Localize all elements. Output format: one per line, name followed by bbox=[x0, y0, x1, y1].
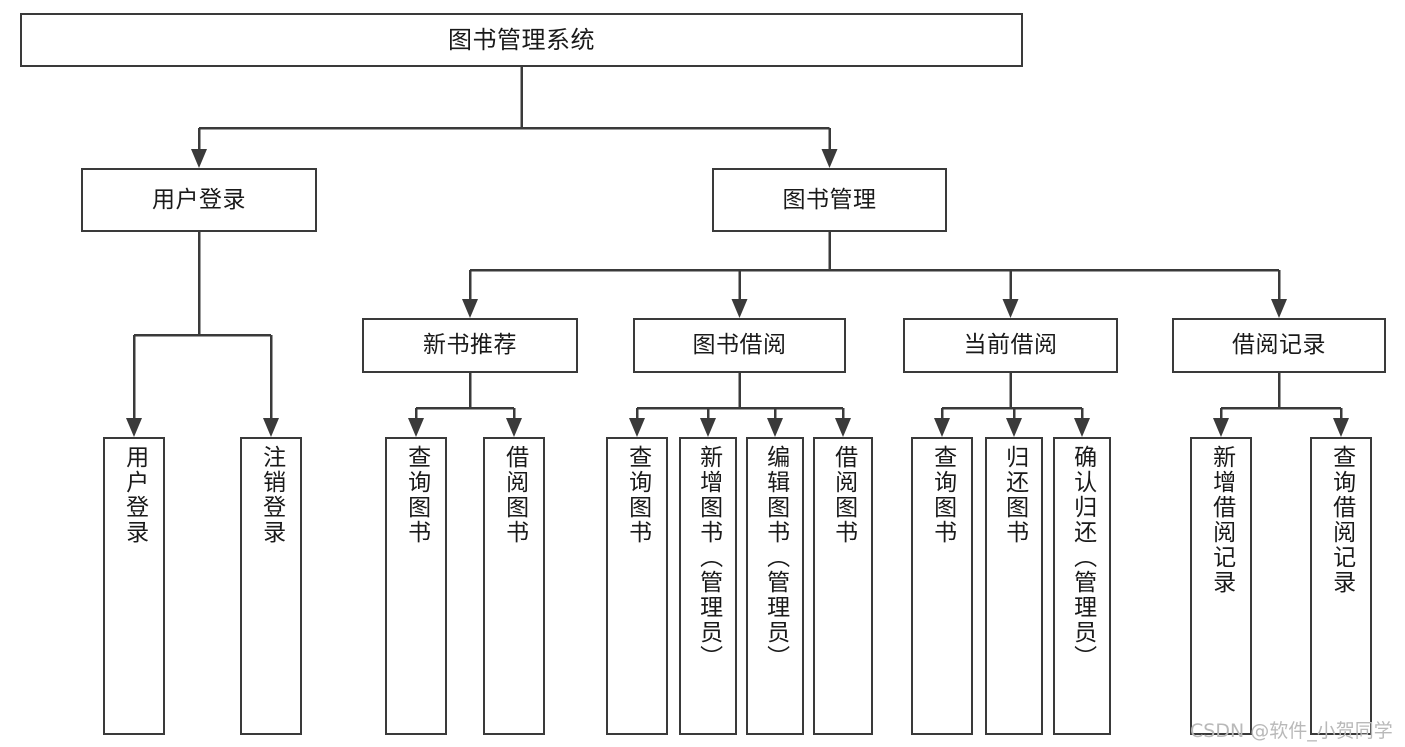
node-label: 归还图书 bbox=[1001, 445, 1028, 545]
c-book-borrow-to-leaf-add-book-arrowhead bbox=[700, 418, 716, 437]
node-label: 查询借阅记录 bbox=[1328, 445, 1355, 595]
node-label: 查询图书 bbox=[624, 445, 651, 545]
node-leaf-borrow-book-1[interactable]: 借阅图书 bbox=[483, 437, 545, 735]
node-new-book-rec[interactable]: 新书推荐 bbox=[362, 318, 578, 373]
c-borrow-record-to-leaf-add-record-arrowhead bbox=[1213, 418, 1229, 437]
node-root[interactable]: 图书管理系统 bbox=[20, 13, 1023, 67]
c-book-manage-to-book-borrow-arrowhead bbox=[731, 299, 748, 318]
node-label: 借阅图书 bbox=[830, 445, 857, 545]
c-current-borrow-to-leaf-confirm-ret-arrowhead bbox=[1074, 418, 1090, 437]
c-current-borrow-to-leaf-query-book-3-arrowhead bbox=[934, 418, 950, 437]
node-current-borrow[interactable]: 当前借阅 bbox=[903, 318, 1118, 373]
node-label: 图书管理 bbox=[782, 186, 877, 213]
c-book-manage-to-current-borrow-arrowhead bbox=[1002, 299, 1019, 318]
node-user-login[interactable]: 用户登录 bbox=[81, 168, 317, 232]
node-leaf-edit-book[interactable]: 编辑图书（管理员） bbox=[746, 437, 804, 735]
node-label: 注销登录 bbox=[258, 445, 285, 545]
node-leaf-query-book-2[interactable]: 查询图书 bbox=[606, 437, 668, 735]
node-leaf-logout[interactable]: 注销登录 bbox=[240, 437, 302, 735]
node-label: 图书借阅 bbox=[692, 332, 787, 359]
node-label: 查询图书 bbox=[403, 445, 430, 545]
node-leaf-add-book[interactable]: 新增图书（管理员） bbox=[679, 437, 737, 735]
node-label: 确认归还（管理员） bbox=[1069, 445, 1096, 670]
c-root-to-book-manage-arrowhead bbox=[821, 149, 838, 168]
node-label: 查询图书 bbox=[929, 445, 956, 545]
c-current-borrow-to-leaf-return-book-arrowhead bbox=[1006, 418, 1022, 437]
c-book-borrow-to-leaf-query-book-2-arrowhead bbox=[629, 418, 645, 437]
node-label: 新增图书（管理员） bbox=[695, 445, 722, 670]
node-label: 用户登录 bbox=[121, 445, 148, 545]
node-label: 当前借阅 bbox=[963, 332, 1058, 359]
c-book-manage-to-borrow-record-arrowhead bbox=[1271, 299, 1287, 318]
node-label: 用户登录 bbox=[152, 186, 246, 213]
node-leaf-user-login[interactable]: 用户登录 bbox=[103, 437, 165, 735]
node-leaf-confirm-ret[interactable]: 确认归还（管理员） bbox=[1053, 437, 1111, 735]
c-book-borrow-to-leaf-borrow-book-2-arrowhead bbox=[835, 418, 851, 437]
node-leaf-query-book-1[interactable]: 查询图书 bbox=[385, 437, 447, 735]
node-label: 借阅图书 bbox=[501, 445, 528, 545]
c-new-book-rec-to-leaf-query-book-1-arrowhead bbox=[408, 418, 424, 437]
c-root-to-user-login-arrowhead bbox=[191, 149, 207, 168]
node-book-borrow[interactable]: 图书借阅 bbox=[633, 318, 846, 373]
c-book-manage-to-new-book-rec-arrowhead bbox=[462, 299, 478, 318]
node-leaf-add-record[interactable]: 新增借阅记录 bbox=[1190, 437, 1252, 735]
c-book-borrow-to-leaf-edit-book-arrowhead bbox=[767, 418, 783, 437]
node-label: 图书管理系统 bbox=[448, 26, 595, 54]
c-user-login-to-leaf-user-login-arrowhead bbox=[126, 418, 142, 437]
watermark-label: CSDN @软件_小贺同学 bbox=[1190, 720, 1393, 742]
node-leaf-query-record[interactable]: 查询借阅记录 bbox=[1310, 437, 1372, 735]
node-leaf-return-book[interactable]: 归还图书 bbox=[985, 437, 1043, 735]
c-borrow-record-to-leaf-query-record-arrowhead bbox=[1333, 418, 1349, 437]
node-book-manage[interactable]: 图书管理 bbox=[712, 168, 947, 232]
node-label: 新增借阅记录 bbox=[1208, 445, 1235, 595]
c-user-login-to-leaf-logout-arrowhead bbox=[263, 418, 279, 437]
c-new-book-rec-to-leaf-borrow-book-1-arrowhead bbox=[506, 418, 522, 437]
node-label: 编辑图书（管理员） bbox=[762, 445, 789, 670]
node-label: 借阅记录 bbox=[1232, 332, 1326, 359]
node-leaf-query-book-3[interactable]: 查询图书 bbox=[911, 437, 973, 735]
node-borrow-record[interactable]: 借阅记录 bbox=[1172, 318, 1386, 373]
node-label: 新书推荐 bbox=[423, 332, 517, 359]
node-leaf-borrow-book-2[interactable]: 借阅图书 bbox=[813, 437, 873, 735]
